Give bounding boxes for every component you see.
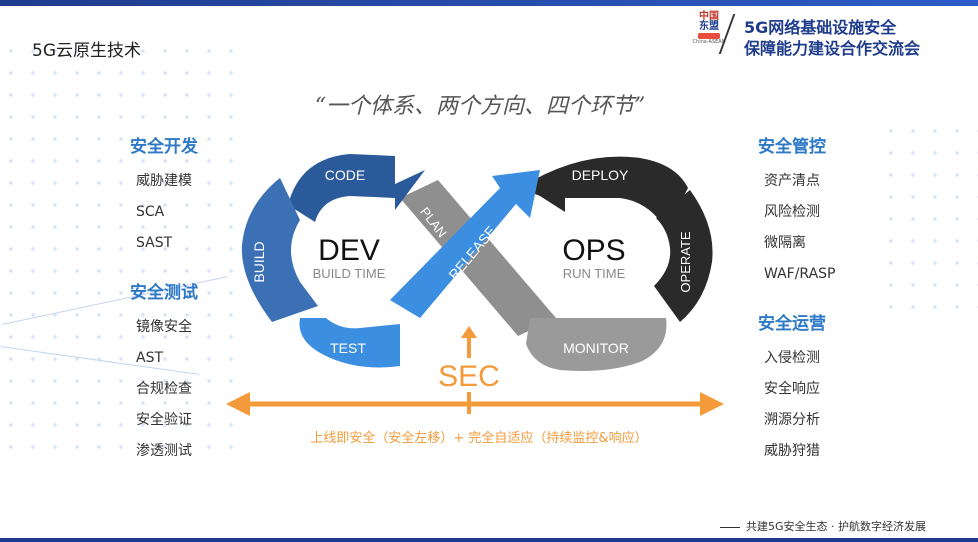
section-heading-dev-security: 安全开发 [130, 137, 198, 157]
ops-title: OPS [562, 234, 625, 267]
test-label: TEST [330, 340, 366, 356]
sec-arrow-head [461, 326, 477, 338]
arrow-caption: 上线即安全（安全左移）+ 完全自适应（持续监控&响应） [310, 430, 647, 446]
list-item: AST [136, 350, 164, 366]
top-accent-bar [0, 0, 978, 6]
list-item: 溯源分析 [764, 412, 820, 428]
section-heading-security-control: 安全管控 [758, 137, 826, 157]
ops-subtitle: RUN TIME [563, 266, 626, 281]
list-item: 安全验证 [136, 412, 192, 428]
footer-slogan: 共建5G安全生态 · 护航数字经济发展 [720, 518, 926, 534]
right-arrowhead [700, 392, 724, 416]
right-column: 安全管控 资产清点 风险检测 微隔离 WAF/RASP 安全运营 入侵检测 安全… [758, 132, 836, 472]
decorative-dot-pattern-left [0, 40, 240, 460]
code-segment [288, 154, 425, 222]
sec-label: SEC [438, 360, 500, 393]
deploy-segment [520, 156, 688, 230]
list-item: 渗透测试 [136, 443, 192, 459]
event-title-line2: 保障能力建设合作交流会 [744, 39, 921, 58]
bottom-accent-bar [0, 538, 978, 542]
operate-segment [654, 190, 713, 322]
list-item: 入侵检测 [764, 350, 820, 366]
event-title-line1: 5G网络基础设施安全 [744, 18, 897, 37]
list-item: SAST [136, 235, 173, 251]
list-item: 资产清点 [764, 173, 820, 189]
monitor-label: MONITOR [563, 340, 629, 356]
section-heading-security-operations: 安全运营 [758, 314, 826, 334]
list-item: 合规检查 [136, 381, 192, 397]
list-item: 风险检测 [764, 204, 820, 220]
test-segment [299, 318, 400, 368]
list-item: WAF/RASP [764, 266, 836, 282]
left-arrowhead [226, 392, 250, 416]
operate-label: OPERATE [678, 231, 693, 292]
list-item: 镜像安全 [136, 319, 192, 335]
build-segment [241, 178, 318, 322]
decorative-dot-pattern-right [880, 120, 978, 320]
code-label: CODE [325, 167, 365, 183]
build-label: BUILD [251, 241, 267, 282]
list-item: 微隔离 [764, 235, 806, 251]
slide-title: 5G云原生技术 [32, 41, 141, 61]
left-column: 安全开发 威胁建模 SCA SAST 安全测试 镜像安全 AST 合规检查 安全… [130, 132, 198, 472]
dev-subtitle: BUILD TIME [313, 266, 386, 281]
deploy-label: DEPLOY [572, 167, 629, 183]
list-item: 威胁建模 [136, 173, 192, 189]
china-asean-logo: 中国 东盟 China-ASEAN [692, 11, 726, 46]
release-segment [390, 170, 540, 318]
list-item: SCA [136, 204, 165, 220]
monitor-segment [526, 318, 667, 371]
section-heading-security-testing: 安全测试 [130, 283, 198, 303]
list-item: 安全响应 [764, 381, 820, 397]
dev-title: DEV [318, 234, 380, 267]
list-item: 威胁狩猎 [764, 443, 820, 459]
quote-heading: “一个体系、两个方向、四个环节” [314, 94, 646, 119]
plan-segment [400, 180, 556, 336]
